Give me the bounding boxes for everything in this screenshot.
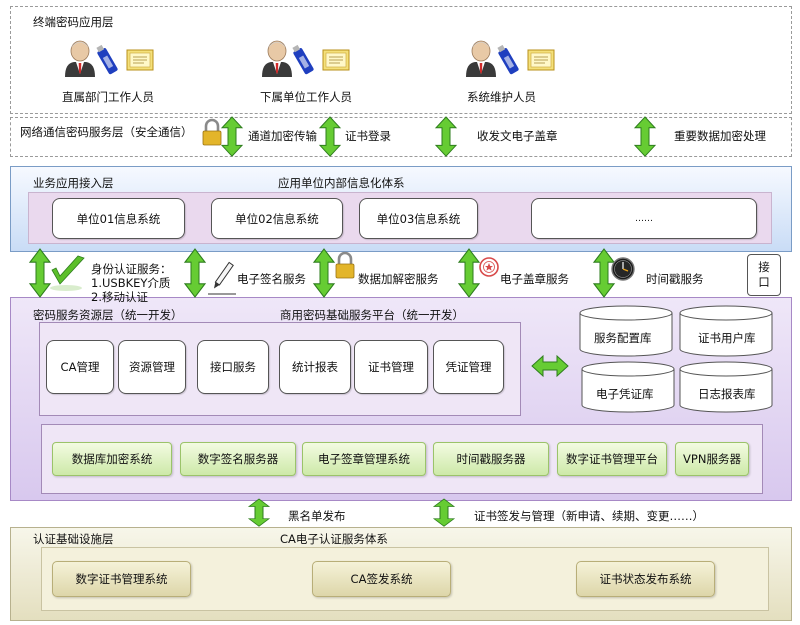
network-title: 网络通信密码服务层（安全通信）: [20, 125, 193, 139]
business-subtitle: 应用单位内部信息化体系: [278, 176, 405, 190]
arrow-esign: [184, 248, 206, 298]
infra-subtitle: CA电子认证服务体系: [280, 532, 388, 546]
identity-service-title: 身份认证服务：: [91, 262, 172, 276]
database-label-e-credential: 电子凭证库: [596, 387, 654, 401]
network-item-channel: 通道加密传输: [248, 129, 317, 143]
user-label-direct: 直属部门工作人员: [62, 90, 154, 104]
arrow-seal: [435, 116, 457, 157]
crypto-title: 密码服务资源层（统一开发）: [33, 308, 183, 322]
module-resource-management[interactable]: 资源管理: [118, 340, 186, 394]
link-blacklist-label: 黑名单发布: [288, 509, 346, 523]
infra-cert-management[interactable]: 数字证书管理系统: [52, 561, 191, 597]
system-db-encryption[interactable]: 数据库加密系统: [52, 442, 172, 476]
seal-stamp-icon: [479, 257, 499, 277]
network-item-seal: 收发文电子盖章: [477, 129, 558, 143]
arrow-identity: [29, 248, 51, 298]
business-system-01[interactable]: 单位01信息系统: [52, 198, 185, 239]
terminal-title: 终端密码应用层: [33, 15, 114, 29]
arrow-platform-databases: [531, 355, 569, 377]
lock-icon: [334, 251, 356, 280]
system-e-seal-management[interactable]: 电子签章管理系统: [302, 442, 426, 476]
module-statistics-report[interactable]: 统计报表: [279, 340, 351, 394]
arrow-encrypt: [634, 116, 656, 157]
crypto-subtitle: 商用密码基础服务平台（统一开发）: [280, 308, 464, 322]
infra-ca-issuance[interactable]: CA签发系统: [312, 561, 451, 597]
module-cert-management[interactable]: 证书管理: [354, 340, 428, 394]
business-system-more[interactable]: ……: [531, 198, 757, 239]
business-system-03[interactable]: 单位03信息系统: [359, 198, 478, 239]
link-cert-issue-label: 证书签发与管理（新申请、续期、变更……）: [474, 509, 704, 523]
module-credential-management[interactable]: 凭证管理: [433, 340, 504, 394]
arrow-timestamp-service: [593, 248, 615, 298]
user-label-subordinate: 下属单位工作人员: [260, 90, 352, 104]
pen-icon: [213, 261, 234, 289]
system-vpn-server[interactable]: VPN服务器: [675, 442, 749, 476]
network-layer: [10, 117, 792, 157]
network-item-encrypt: 重要数据加密处理: [674, 129, 766, 143]
database-label-cert-user: 证书用户库: [698, 331, 756, 345]
identity-item-usbkey: 1.USBKEY介质: [91, 276, 171, 290]
arrow-channel: [221, 116, 243, 157]
identity-item-mobile: 2.移动认证: [91, 290, 148, 304]
interface-box[interactable]: 接口: [747, 254, 781, 296]
checkmark-icon: [50, 255, 85, 291]
seal-service-label: 电子盖章服务: [500, 272, 569, 286]
infra-cert-status[interactable]: 证书状态发布系统: [576, 561, 715, 597]
interface-label: 接口: [758, 260, 770, 289]
arrow-cert-issue: [433, 498, 455, 527]
system-signature-server[interactable]: 数字签名服务器: [180, 442, 296, 476]
arrow-encrypt-service: [313, 248, 335, 298]
lock-icon: [201, 118, 223, 147]
user-label-maintenance: 系统维护人员: [467, 90, 536, 104]
clock-icon: [611, 257, 635, 281]
system-cert-platform[interactable]: 数字证书管理平台: [557, 442, 667, 476]
database-label-log-report: 日志报表库: [698, 387, 756, 401]
timestamp-service-label: 时间戳服务: [646, 272, 704, 286]
arrow-seal-service: [458, 248, 480, 298]
module-ca-management[interactable]: CA管理: [46, 340, 114, 394]
esign-service-label: 电子签名服务: [237, 272, 306, 286]
encrypt-service-label: 数据加解密服务: [358, 272, 439, 286]
business-title: 业务应用接入层: [33, 176, 114, 190]
module-interface-service[interactable]: 接口服务: [197, 340, 269, 394]
arrow-blacklist: [248, 498, 270, 527]
arrow-cert-login: [319, 116, 341, 157]
infra-title: 认证基础设施层: [33, 532, 114, 546]
business-system-02[interactable]: 单位02信息系统: [211, 198, 343, 239]
system-timestamp-server[interactable]: 时间戳服务器: [433, 442, 549, 476]
network-item-cert-login: 证书登录: [345, 129, 391, 143]
database-label-service-config: 服务配置库: [594, 331, 652, 345]
